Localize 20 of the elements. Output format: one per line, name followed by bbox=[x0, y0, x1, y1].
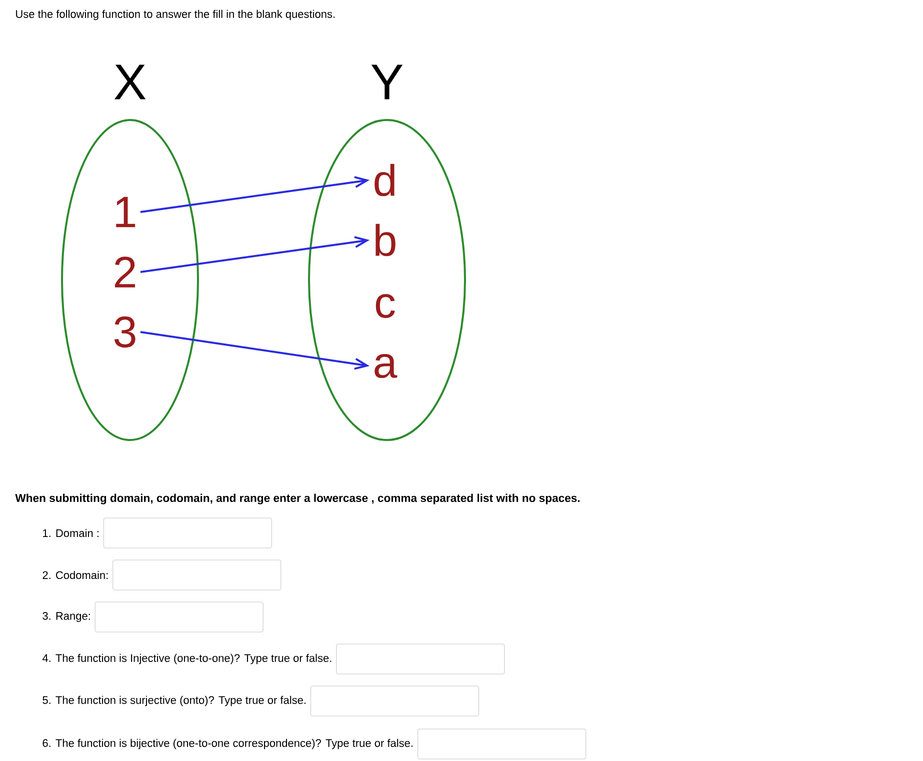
element-label: b bbox=[376, 224, 396, 256]
element-label: 1 bbox=[116, 196, 136, 228]
element-label: c bbox=[376, 294, 395, 318]
instruction-text: Use the following function to answer the fill in the blank questions. bbox=[16, 10, 335, 20]
question-text: 5. The function is surjective (onto)? Type true or false. bbox=[42, 696, 306, 706]
element-label: 2 bbox=[114, 256, 136, 288]
element-label: d bbox=[374, 164, 394, 196]
set-heading: Y bbox=[371, 64, 403, 100]
arrow bbox=[140, 176, 370, 213]
element-label: 3 bbox=[114, 316, 136, 348]
instruction-text: When submitting domain, codomain, and range enter a lowercase , comma separated list with no spaces. bbox=[15, 494, 580, 504]
set-heading: X bbox=[114, 64, 146, 100]
arrow bbox=[140, 331, 370, 370]
arrow bbox=[140, 236, 370, 273]
question-text: 4. The function is Injective (one-to-one)? Type true or false. bbox=[42, 654, 332, 664]
question-text: 6. The function is bijective (one-to-one correspondence)? Type true or false. bbox=[42, 738, 412, 750]
question-text: 3. Range: bbox=[42, 612, 90, 622]
question-text: 1. Domain : bbox=[43, 528, 98, 538]
question-text: 2. Codomain: bbox=[42, 570, 108, 580]
element-label: a bbox=[374, 354, 398, 378]
